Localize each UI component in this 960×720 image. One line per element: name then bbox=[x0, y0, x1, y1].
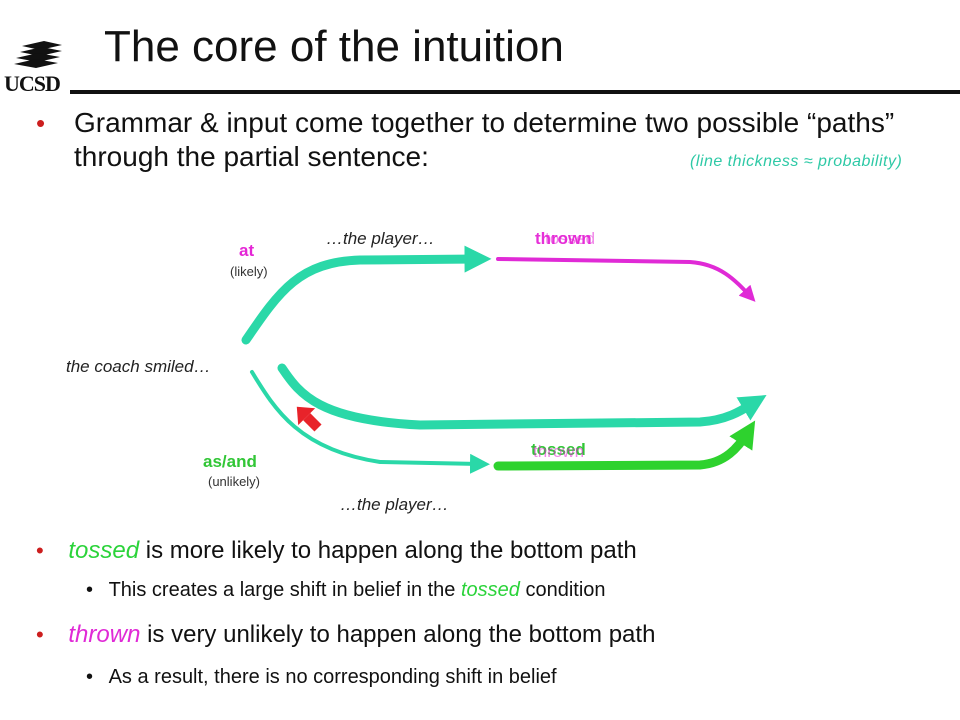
bullet-dot: • bbox=[36, 108, 46, 138]
bottom-path-arrow bbox=[250, 370, 490, 474]
bottom-continuation-arrow bbox=[493, 420, 756, 471]
top-path-arrow bbox=[241, 245, 492, 345]
bullet-thrown-text: is very unlikely to happen along the bot… bbox=[140, 621, 656, 648]
sub-bullet-dot: • bbox=[86, 666, 94, 688]
bottom-end-labels: tossed thrown bbox=[531, 440, 621, 462]
ucsd-logo: UCSD bbox=[4, 38, 74, 98]
bottom-end-thrown: thrown bbox=[533, 442, 585, 461]
bullet-tossed: • tossed is more likely to happen along … bbox=[36, 536, 637, 566]
bullet-tossed-text: is more likely to happen along the botto… bbox=[139, 537, 637, 564]
logo-text: UCSD bbox=[4, 71, 61, 96]
sub-shift-word: tossed bbox=[460, 579, 520, 601]
top-end-thrown: thrown bbox=[535, 229, 592, 248]
sub-bullet-shift: • This creates a large shift in belief i… bbox=[86, 577, 606, 603]
thrown-word: thrown bbox=[68, 621, 141, 648]
top-probability: (likely) bbox=[230, 264, 268, 279]
title-rule bbox=[70, 90, 960, 94]
thickness-note: (line thickness ≈ probability) bbox=[690, 153, 903, 170]
bottom-np: …the player… bbox=[340, 495, 449, 514]
sub-noshift-text: As a result, there is no corresponding s… bbox=[108, 666, 557, 688]
sub-bullet-dot: • bbox=[86, 579, 94, 601]
top-word: at bbox=[239, 241, 255, 260]
bullet-dot: • bbox=[36, 538, 44, 563]
sub-bullet-noshift: • As a result, there is no corresponding… bbox=[86, 664, 557, 690]
top-continuation-arrow bbox=[496, 257, 756, 302]
bottom-probability: (unlikely) bbox=[208, 474, 261, 489]
bottom-end-tossed: tossed bbox=[531, 440, 586, 459]
start-label: the coach smiled… bbox=[66, 357, 211, 376]
sub-shift-post: condition bbox=[519, 579, 606, 601]
page-title: The core of the intuition bbox=[104, 22, 564, 71]
long-path-arrow bbox=[277, 363, 767, 430]
red-pointer-arrow bbox=[296, 406, 322, 432]
bottom-word: as/and bbox=[203, 452, 257, 471]
sub-shift-pre: This creates a large shift in belief in … bbox=[108, 579, 461, 601]
bullet-dot: • bbox=[36, 622, 44, 647]
top-end-tossed: tossed bbox=[545, 229, 596, 248]
top-np: …the player… bbox=[326, 229, 435, 248]
top-end-labels: thrown tossed bbox=[535, 229, 625, 251]
tossed-word: tossed bbox=[68, 537, 140, 564]
bullet-text: Grammar & input come together to determi… bbox=[74, 107, 895, 172]
bullet-thrown: • thrown is very unlikely to happen alon… bbox=[36, 620, 655, 650]
